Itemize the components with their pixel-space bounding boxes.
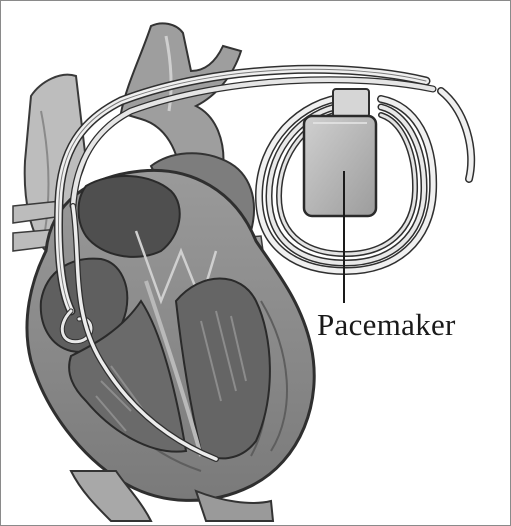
descending-aorta — [196, 491, 273, 521]
pacemaker-header — [333, 89, 369, 117]
pacemaker-can — [304, 116, 376, 216]
pacemaker-label: Pacemaker — [317, 307, 456, 343]
